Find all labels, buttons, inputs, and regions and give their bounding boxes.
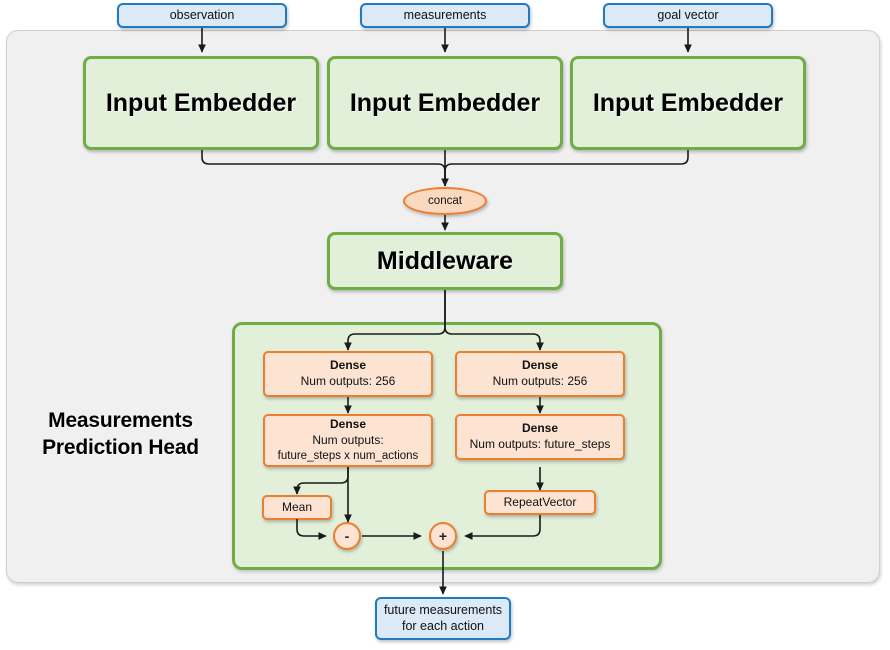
- right-dense-2-title: Dense: [521, 421, 559, 436]
- left-dense-2[interactable]: Dense Num outputs: future_steps x num_ac…: [263, 414, 433, 467]
- output-box-future-measurements[interactable]: future measurements for each action: [375, 597, 511, 640]
- left-dense-1-title: Dense: [329, 358, 367, 373]
- measurements-prediction-head-label: Measurements Prediction Head: [18, 408, 223, 462]
- middleware-block[interactable]: Middleware: [327, 232, 563, 290]
- head-label-line-1: Measurements: [48, 409, 193, 432]
- mean-node[interactable]: Mean: [262, 495, 332, 520]
- output-box-line-2: for each action: [402, 618, 484, 633]
- output-box-line-1: future measurements: [383, 602, 503, 617]
- input-box-observation[interactable]: observation: [117, 3, 287, 28]
- left-dense-2-outputs-value: future_steps x num_actions: [277, 449, 419, 462]
- repeat-vector-label: RepeatVector: [503, 494, 577, 509]
- head-label-line-2: Prediction Head: [42, 435, 199, 459]
- subtract-operator-node[interactable]: -: [333, 522, 361, 550]
- input-embedder-2-label: Input Embedder: [349, 88, 541, 117]
- input-box-measurements[interactable]: measurements: [360, 3, 530, 28]
- left-dense-2-title: Dense: [329, 417, 367, 432]
- left-dense-1-outputs: Num outputs: 256: [300, 374, 396, 388]
- right-dense-2[interactable]: Dense Num outputs: future_steps: [455, 414, 625, 460]
- input-embedder-1[interactable]: Input Embedder: [83, 56, 319, 150]
- input-embedder-2[interactable]: Input Embedder: [327, 56, 563, 150]
- input-embedder-1-label: Input Embedder: [105, 88, 297, 117]
- left-dense-1[interactable]: Dense Num outputs: 256: [263, 351, 433, 397]
- right-dense-1[interactable]: Dense Num outputs: 256: [455, 351, 625, 397]
- add-operator-node[interactable]: +: [429, 522, 457, 550]
- right-dense-2-outputs: Num outputs: future_steps: [469, 437, 611, 451]
- middleware-block-label: Middleware: [376, 246, 514, 275]
- input-box-goal-vector[interactable]: goal vector: [603, 3, 773, 28]
- input-embedder-3-label: Input Embedder: [592, 88, 784, 117]
- input-box-goal-vector-label: goal vector: [657, 7, 719, 22]
- mean-node-label: Mean: [281, 499, 313, 514]
- concat-node-label: concat: [428, 195, 462, 207]
- subtract-operator-label: -: [344, 528, 350, 544]
- repeat-vector-node[interactable]: RepeatVector: [484, 490, 596, 515]
- right-dense-1-title: Dense: [521, 358, 559, 373]
- left-dense-2-outputs-label: Num outputs:: [312, 432, 384, 447]
- right-dense-1-outputs: Num outputs: 256: [492, 374, 588, 388]
- input-box-measurements-label: measurements: [403, 7, 487, 22]
- add-operator-label: +: [438, 528, 448, 544]
- input-box-observation-label: observation: [169, 7, 235, 22]
- input-embedder-3[interactable]: Input Embedder: [570, 56, 806, 150]
- concat-node[interactable]: concat: [403, 187, 487, 215]
